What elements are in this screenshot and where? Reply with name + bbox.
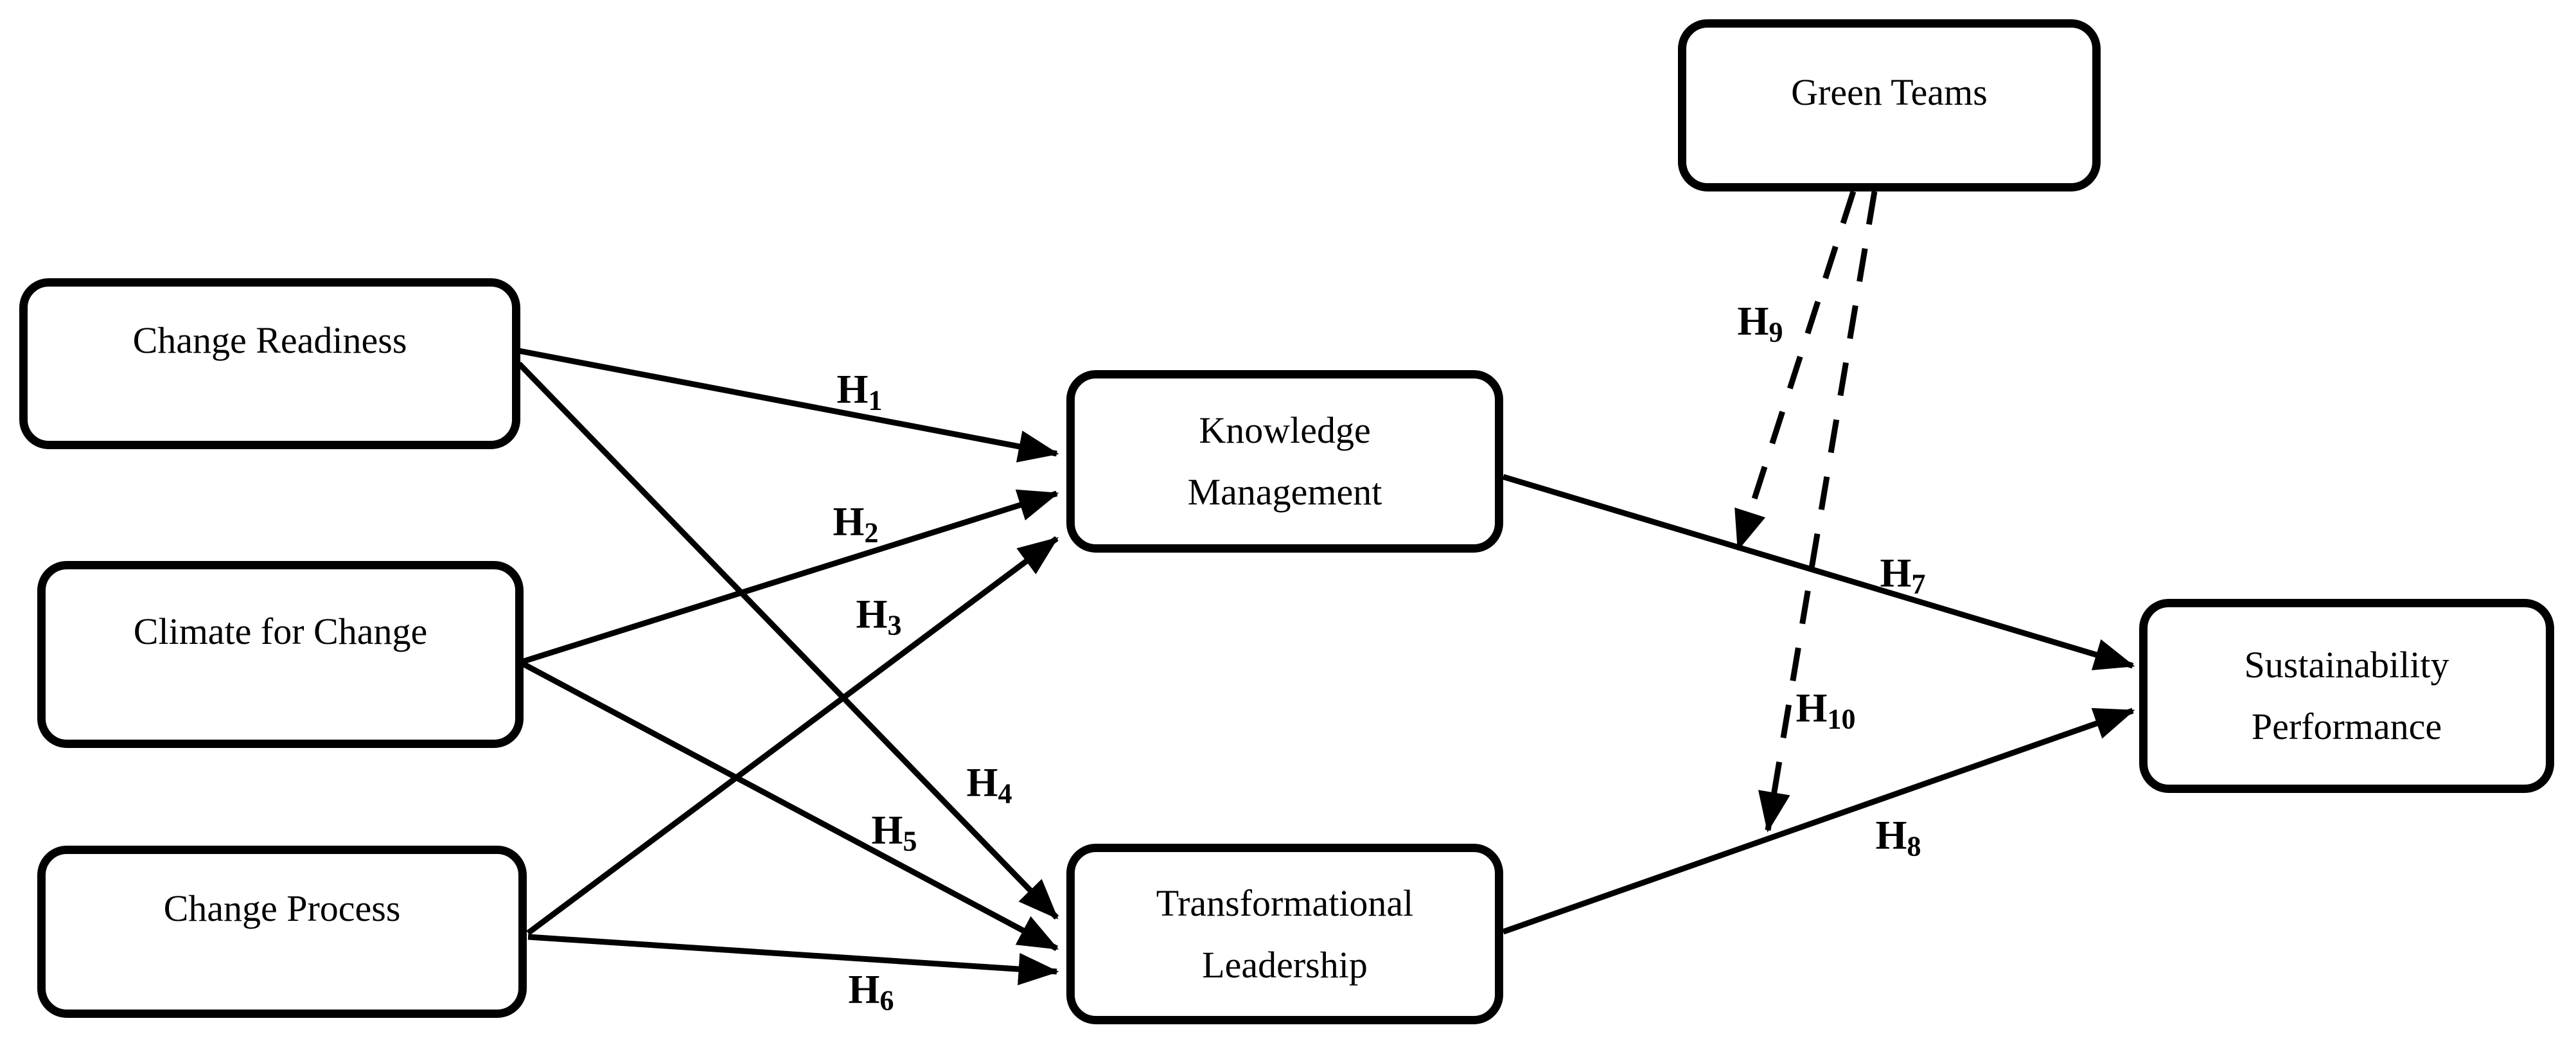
node-knowledge-management: Knowledge Management (1066, 370, 1503, 553)
node-transformational-leadership-label: Transformational Leadership (1156, 882, 1414, 986)
node-green-teams-label: Green Teams (1791, 71, 1988, 114)
arrow-h3 (526, 536, 1059, 936)
edge-label-h5: H5 (871, 807, 917, 857)
node-knowledge-management-label: Knowledge Management (1187, 409, 1382, 513)
node-change-process-label: Change Process (163, 887, 401, 930)
node-sustainability-performance-label: Sustainability Performance (2244, 644, 2449, 747)
edge-label-h1: H1 (836, 366, 883, 416)
node-sustainability-performance: Sustainability Performance (2139, 599, 2554, 793)
arrow-h8 (1502, 707, 2135, 935)
node-green-teams: Green Teams (1678, 19, 2101, 191)
edge-label-h9: H9 (1737, 298, 1783, 348)
node-change-readiness: Change Readiness (19, 278, 520, 449)
edge-label-h2: H2 (833, 499, 879, 549)
edge-label-h10: H10 (1795, 685, 1856, 735)
arrow-h4 (516, 361, 1059, 920)
arrow-h10-moderation (1758, 191, 1878, 833)
edge-label-h6: H6 (848, 966, 894, 1017)
arrow-h9-moderation (1734, 190, 1857, 551)
arrow-h2 (520, 489, 1059, 665)
node-climate-for-change: Climate for Change (37, 561, 524, 748)
arrow-h5 (520, 661, 1059, 951)
edge-label-h8: H8 (1875, 812, 1921, 862)
arrow-h6 (527, 934, 1059, 986)
edge-label-h4: H4 (966, 760, 1012, 810)
arrow-h1 (518, 348, 1059, 463)
node-change-process: Change Process (37, 846, 527, 1018)
node-change-readiness-label: Change Readiness (132, 319, 407, 362)
arrow-h7 (1502, 474, 2135, 671)
node-climate-for-change-label: Climate for Change (133, 610, 428, 652)
edge-label-h3: H3 (856, 591, 902, 641)
edge-label-h7: H7 (1880, 550, 1926, 600)
node-transformational-leadership: Transformational Leadership (1066, 844, 1503, 1024)
